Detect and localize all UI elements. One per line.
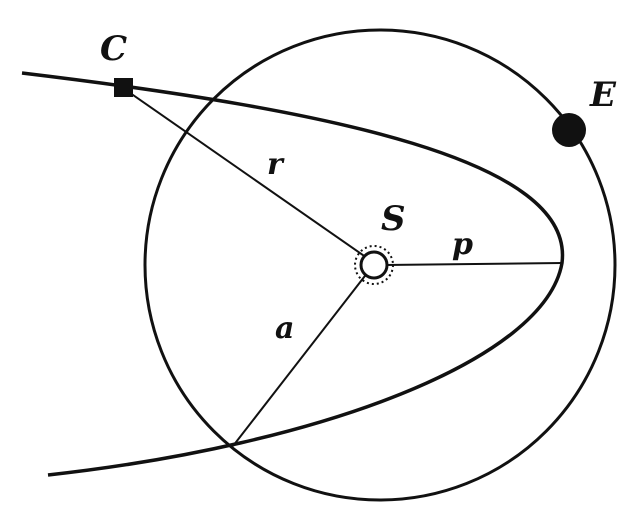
label-p: p [452,227,473,262]
label-c: C [100,29,127,69]
line-r [122,87,371,261]
label-a: a [275,311,294,346]
label-e: E [589,75,617,115]
earth-orbit-circle [143,28,617,502]
earth-icon [552,113,586,147]
line-p [384,262,563,266]
line-a [232,271,369,447]
comet-parabola [21,71,565,477]
comet-icon [114,78,133,97]
sun-icon [354,245,394,285]
label-r: r [267,147,285,182]
label-s: S [381,199,406,239]
